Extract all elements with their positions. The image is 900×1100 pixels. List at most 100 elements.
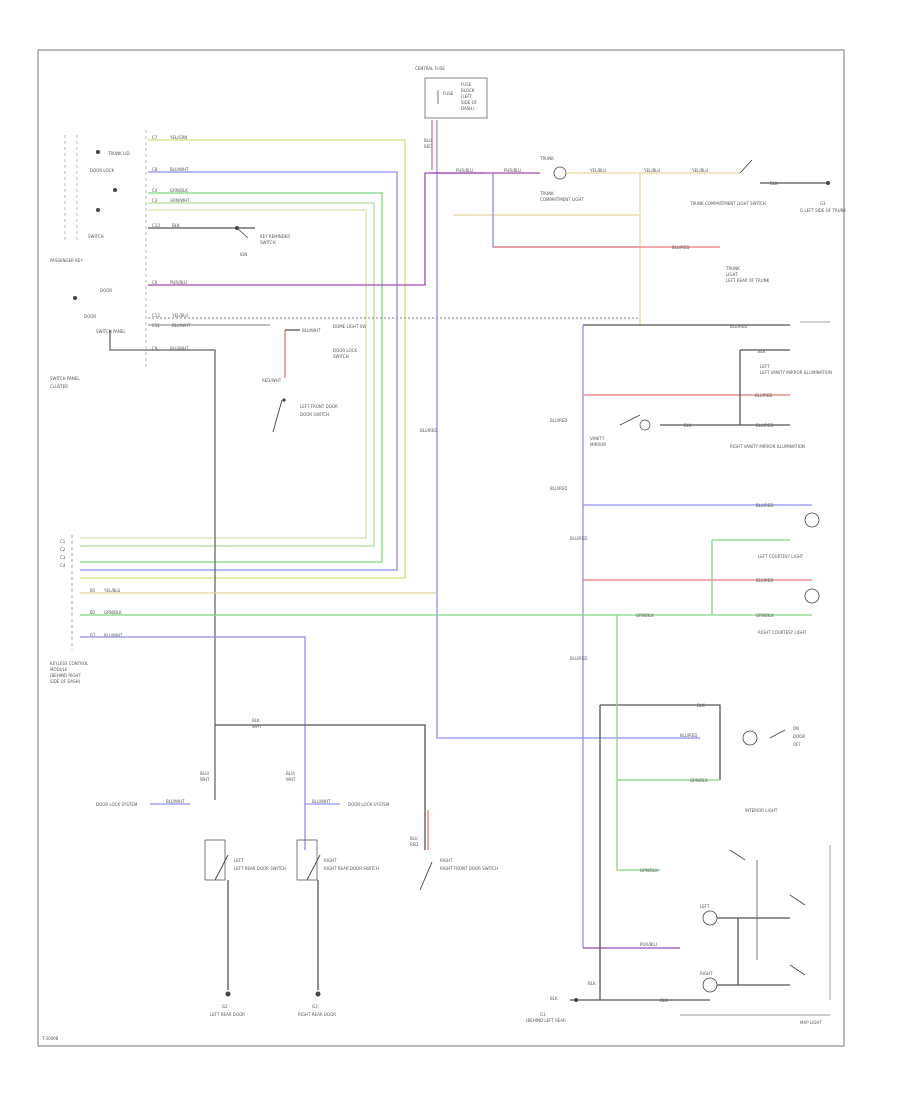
svg-text:TRUNK: TRUNK — [539, 156, 554, 161]
svg-text:C4: C4 — [152, 188, 158, 193]
trunk-compartment-light: TRUNK TRUNK COMPARTMENT LIGHT YEL/BLU YE… — [539, 156, 740, 202]
svg-text:FUSE: FUSE — [443, 91, 454, 96]
central-fuse-block: CENTRAL FUSE FUSE FUSE BLOCK (LEFT SIDE … — [415, 66, 488, 149]
instrument-cluster: TRUNK LID DOOR LOCK SWITCH PASSENGER KEY… — [50, 130, 147, 389]
svg-text:MIRROR: MIRROR — [590, 442, 606, 447]
right-courtesy-light: BLU/RED GRN/BLK GRN/BLK RIGHT COURTESY L… — [80, 578, 820, 635]
svg-text:FUSE: FUSE — [461, 82, 472, 87]
svg-text:G1: G1 — [820, 201, 826, 206]
svg-text:LEFT REAR OF TRUNK: LEFT REAR OF TRUNK — [726, 278, 770, 283]
diagram-frame — [37, 49, 845, 1047]
map-light: LEFT RIGHT MAP LIGHT — [700, 845, 831, 1025]
svg-text:TRUNK: TRUNK — [539, 191, 554, 196]
svg-text:C3: C3 — [152, 198, 158, 203]
svg-text:G3: G3 — [312, 1004, 318, 1009]
svg-text:BLU/WHT: BLU/WHT — [166, 799, 185, 804]
svg-text:RIGHT FRONT DOOR SWITCH: RIGHT FRONT DOOR SWITCH — [440, 866, 498, 871]
svg-text:PUR/BLU: PUR/BLU — [640, 942, 657, 947]
svg-text:B5: B5 — [90, 588, 96, 593]
right-vanity-mirror: BLU/RED BLK BLU/RED RIGHT VANITY MIRROR … — [550, 414, 805, 449]
svg-text:RED/WHT: RED/WHT — [262, 378, 282, 383]
svg-text:GRN/BLK: GRN/BLK — [640, 868, 658, 873]
svg-text:LEFT: LEFT — [760, 364, 770, 369]
svg-text:TRUNK COMPARTMENT LIGHT SWITCH: TRUNK COMPARTMENT LIGHT SWITCH — [689, 201, 766, 206]
svg-text:SWITCH: SWITCH — [88, 234, 104, 239]
svg-text:RIGHT: RIGHT — [700, 971, 713, 976]
svg-text:WHT: WHT — [252, 724, 262, 729]
svg-text:RIGHT REAR DOOR SWITCH: RIGHT REAR DOOR SWITCH — [324, 866, 379, 871]
svg-text:GRN/BLK: GRN/BLK — [690, 778, 708, 783]
svg-text:GRN/BLK: GRN/BLK — [636, 613, 654, 618]
svg-text:RIGHT REAR DOOR: RIGHT REAR DOOR — [298, 1012, 336, 1017]
footer-code: T-30098 — [41, 1036, 59, 1041]
svg-text:BLK: BLK — [770, 181, 778, 186]
svg-text:BLU/: BLU/ — [286, 771, 296, 776]
svg-text:BLU: BLU — [424, 138, 432, 143]
svg-text:PUR/BLU: PUR/BLU — [504, 168, 521, 173]
svg-text:BLU/RED: BLU/RED — [756, 423, 773, 428]
svg-text:BLU/RED: BLU/RED — [570, 656, 587, 661]
svg-text:DOOR LOCK: DOOR LOCK — [90, 168, 114, 173]
svg-text:DOOR LOCK: DOOR LOCK — [333, 348, 357, 353]
blu-trunk-wire — [492, 173, 640, 248]
svg-text:GRN/BLK: GRN/BLK — [756, 613, 774, 618]
key-reminder-switch: KEY REMINDER SWITCH IGN — [235, 226, 290, 257]
svg-text:(BEHIND LEFT REAR: (BEHIND LEFT REAR — [526, 1018, 566, 1023]
left-rear-door-switch: DOOR LOCK SYSTEM BLU/WHT BLU/ WHT LEFT L… — [96, 771, 286, 1017]
svg-text:BLK: BLK — [697, 703, 705, 708]
left-vanity-mirror: BLK LEFT LEFT VANITY MIRROR ILLUMINATION… — [583, 349, 832, 425]
svg-text:C6: C6 — [152, 280, 158, 285]
svg-text:DOOR LOCK SYSTEM: DOOR LOCK SYSTEM — [96, 802, 138, 807]
svg-text:YEL/BLU: YEL/BLU — [643, 168, 660, 173]
svg-text:C9: C9 — [152, 346, 158, 351]
svg-text:BLU: BLU — [410, 836, 418, 841]
left-courtesy-light: BLU/RED LEFT COURTESY LIGHT — [583, 503, 820, 615]
svg-text:BLK: BLK — [252, 718, 260, 723]
svg-text:KEY REMINDER: KEY REMINDER — [260, 234, 290, 239]
svg-text:GRN/BLK: GRN/BLK — [104, 610, 122, 615]
svg-text:BLU/RED: BLU/RED — [730, 324, 747, 329]
svg-text:YEL/BLU: YEL/BLU — [171, 313, 188, 318]
svg-text:LEFT: LEFT — [700, 904, 710, 909]
svg-text:INTERIOR LIGHT: INTERIOR LIGHT — [745, 808, 778, 813]
svg-text:COMPARTMENT LIGHT: COMPARTMENT LIGHT — [540, 197, 584, 202]
svg-text:PUR/BLU: PUR/BLU — [170, 280, 187, 285]
svg-text:C1: C1 — [60, 539, 66, 544]
svg-text:RED: RED — [410, 842, 418, 847]
svg-text:C11: C11 — [152, 323, 160, 328]
svg-text:BLU/RED: BLU/RED — [756, 503, 773, 508]
svg-text:BLK: BLK — [172, 223, 180, 228]
svg-text:BLK: BLK — [684, 423, 692, 428]
svg-text:BLU/WHT: BLU/WHT — [104, 633, 123, 638]
svg-text:GRN/BLK: GRN/BLK — [170, 188, 188, 193]
svg-text:BLU/RED: BLU/RED — [550, 418, 567, 423]
svg-text:DOOR LOCK SYSTEM: DOOR LOCK SYSTEM — [348, 802, 390, 807]
svg-text:BLU/WHT: BLU/WHT — [312, 799, 331, 804]
svg-text:BLU/: BLU/ — [200, 771, 210, 776]
svg-text:SIDE OF: SIDE OF — [461, 100, 478, 105]
svg-text:YEL/BLU: YEL/BLU — [103, 588, 120, 593]
svg-text:DOOR: DOOR — [793, 734, 805, 739]
svg-text:G LEFT SIDE OF TRUNK: G LEFT SIDE OF TRUNK — [800, 208, 847, 213]
svg-text:DOOR SWITCH: DOOR SWITCH — [300, 412, 329, 417]
svg-text:LEFT: LEFT — [234, 858, 244, 863]
svg-text:YEL/BLU: YEL/BLU — [691, 168, 708, 173]
svg-text:BLU/RED: BLU/RED — [756, 578, 773, 583]
svg-text:SWITCH: SWITCH — [260, 240, 276, 245]
blu-rear-wire — [80, 636, 306, 850]
svg-text:IGN: IGN — [240, 252, 247, 257]
svg-text:YEL/GRN: YEL/GRN — [169, 135, 187, 140]
svg-text:B2: B2 — [90, 610, 96, 615]
svg-text:MODULE: MODULE — [50, 667, 68, 672]
svg-text:RIGHT: RIGHT — [440, 858, 453, 863]
svg-text:DASH): DASH) — [461, 106, 474, 111]
svg-text:DOOR: DOOR — [100, 288, 112, 293]
svg-text:G2: G2 — [222, 1004, 228, 1009]
svg-text:DOME LIGHT SW: DOME LIGHT SW — [333, 324, 366, 329]
svg-text:DOOR: DOOR — [84, 314, 96, 319]
svg-text:CLUSTER: CLUSTER — [50, 384, 68, 389]
svg-text:SWITCH PANEL: SWITCH PANEL — [96, 329, 126, 334]
svg-text:BLOCK: BLOCK — [461, 88, 475, 93]
